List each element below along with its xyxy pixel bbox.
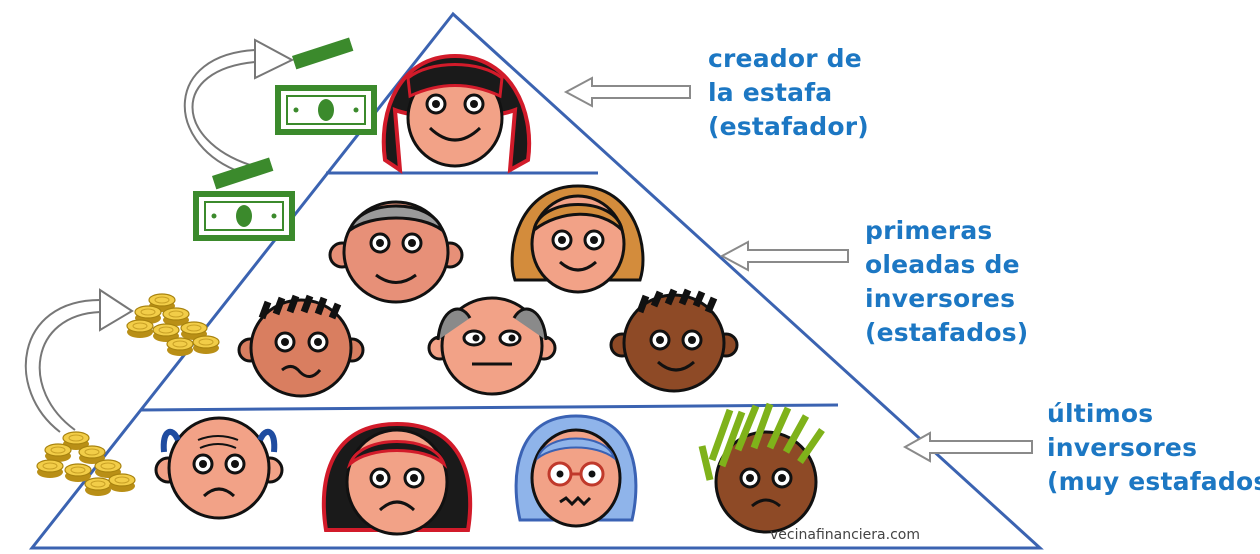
green-haired-face bbox=[698, 402, 825, 534]
label-line: inversores bbox=[1047, 433, 1198, 462]
scammer-face bbox=[381, 53, 532, 174]
pyramid bbox=[28, 11, 1044, 550]
pointer-arrow-icon bbox=[563, 76, 1033, 463]
coin-stack-icon bbox=[126, 293, 220, 357]
pyramid-outline bbox=[28, 11, 1044, 550]
bald-man-face bbox=[427, 296, 557, 396]
angry-man-face bbox=[154, 416, 284, 520]
watermark: vecinafinanciera.com bbox=[770, 527, 920, 543]
label-line: (muy estafados) bbox=[1047, 467, 1260, 496]
label-scam-creator: creador de la estafa (estafador) bbox=[708, 42, 869, 144]
label-line: primeras bbox=[865, 216, 993, 245]
label-line: la estafa bbox=[708, 78, 833, 107]
banknote-icon bbox=[196, 157, 292, 238]
blonde-woman-face bbox=[510, 184, 645, 294]
curved-arrow-icon bbox=[24, 38, 295, 433]
label-line: creador de bbox=[708, 44, 862, 73]
label-early-investors: primeras oleadas de inversores (estafado… bbox=[865, 214, 1028, 350]
label-last-investors: últimos inversores (muy estafados) bbox=[1047, 397, 1260, 499]
grandmother-face bbox=[514, 414, 638, 528]
grey-haired-man-face bbox=[328, 200, 464, 304]
label-line: (estafador) bbox=[708, 112, 869, 141]
label-line: últimos bbox=[1047, 399, 1154, 428]
banknote-icon bbox=[278, 37, 374, 132]
red-haired-woman-face bbox=[321, 421, 473, 536]
label-line: inversores bbox=[865, 284, 1016, 313]
coin-stack-icon bbox=[36, 431, 136, 497]
label-line: (estafados) bbox=[865, 318, 1029, 347]
dark-skinned-boy-face bbox=[609, 288, 739, 393]
tier-divider-bottom bbox=[139, 403, 839, 412]
worried-boy-face bbox=[237, 294, 365, 398]
label-line: oleadas de bbox=[865, 250, 1020, 279]
